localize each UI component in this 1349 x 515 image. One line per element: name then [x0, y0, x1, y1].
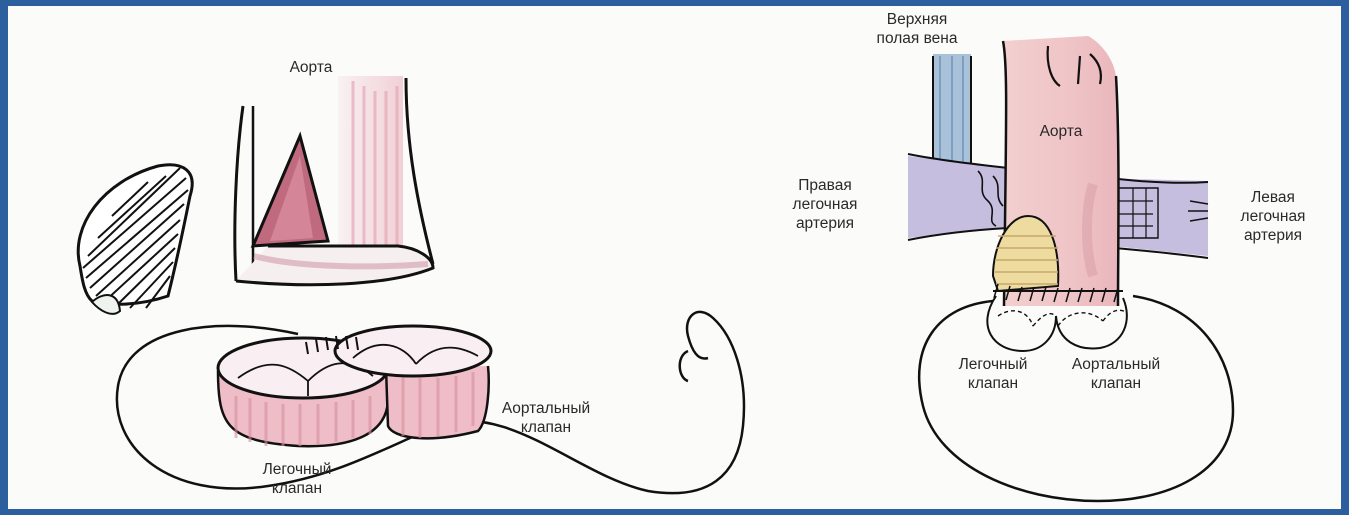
pericardial-base [919, 296, 1233, 501]
label-aorta-left: Аорта [276, 58, 346, 77]
label-aorta-right: Аорта [1026, 122, 1096, 141]
label-pulmonary-valve-left: Легочный клапан [252, 460, 342, 498]
svc-vessel [933, 54, 971, 166]
coiled-graft [78, 165, 192, 314]
right-pa [908, 154, 1008, 240]
label-aortic-valve-right: Аортальный клапан [1060, 355, 1172, 393]
label-aortic-valve-left: Аортальный клапан [490, 399, 602, 437]
opened-aorta [235, 76, 433, 285]
label-svc: Верхняя полая вена [862, 10, 972, 48]
label-right-pa: Правая легочная артерия [780, 176, 870, 233]
valve-rings [218, 326, 491, 446]
surgical-illustration [8, 6, 1341, 509]
label-pulmonary-valve-right: Легочный клапан [948, 355, 1038, 393]
label-left-pa: Левая легочная артерия [1228, 188, 1318, 245]
illustration-panel: Аорта Аортальный клапан Легочный клапан … [8, 6, 1341, 509]
